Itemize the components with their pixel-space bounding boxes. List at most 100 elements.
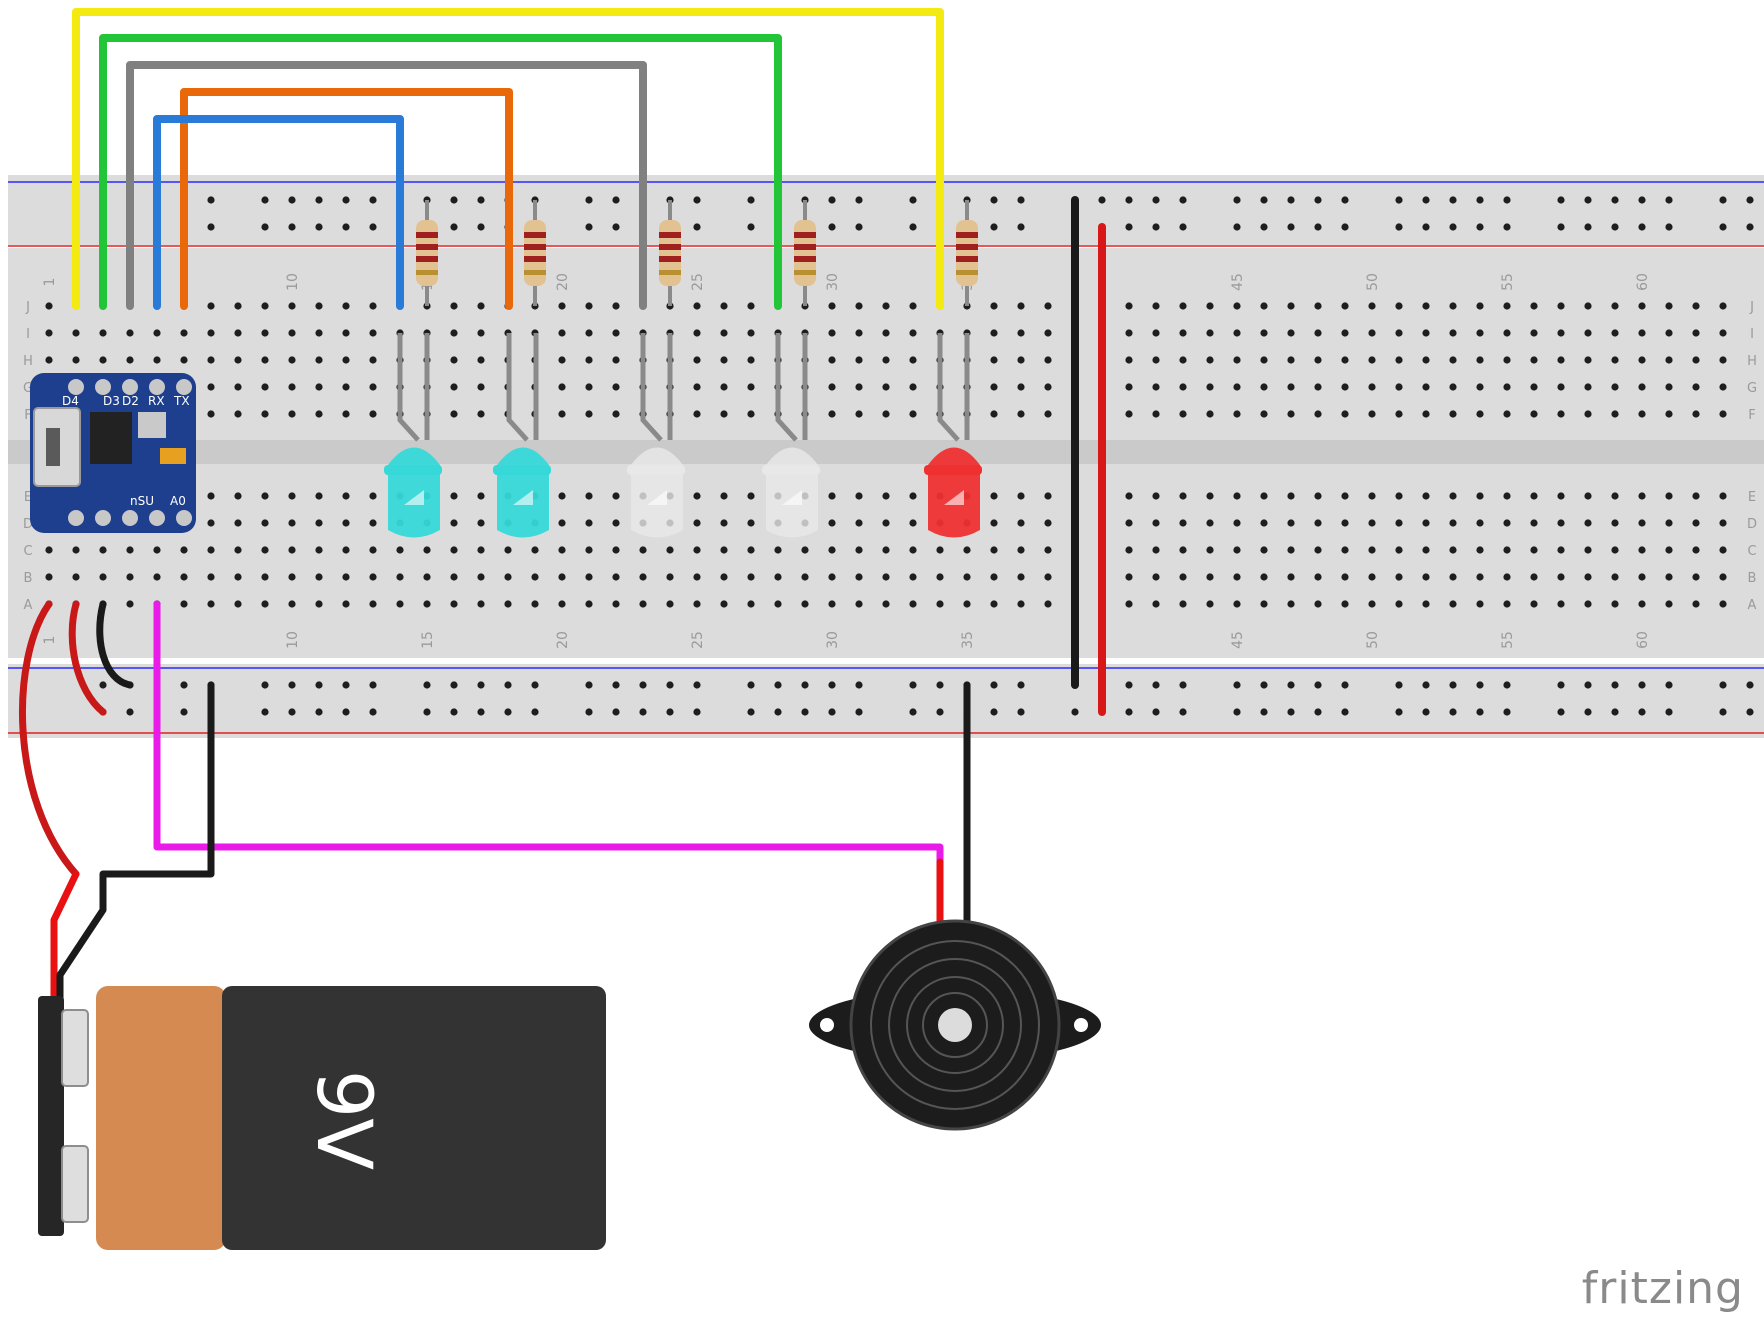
led-highlight bbox=[782, 490, 802, 505]
breadboard-hole bbox=[882, 302, 890, 310]
breadboard-hole bbox=[747, 410, 755, 418]
buzzer-ring-3 bbox=[906, 976, 1004, 1074]
breadboard-hole bbox=[531, 600, 539, 608]
breadboard-hole bbox=[1476, 519, 1484, 527]
breadboard-hole bbox=[1152, 519, 1160, 527]
breadboard-hole bbox=[261, 573, 269, 581]
column-number: 55 bbox=[1500, 631, 1516, 649]
rail-hole bbox=[1152, 223, 1160, 231]
rail-hole bbox=[261, 223, 269, 231]
breadboard-hole bbox=[1395, 492, 1403, 500]
rail-hole bbox=[1503, 708, 1511, 716]
breadboard-hole bbox=[612, 410, 620, 418]
breadboard-hole bbox=[234, 546, 242, 554]
mcu-pad bbox=[149, 510, 165, 526]
breadboard-hole bbox=[1449, 410, 1457, 418]
breadboard-center-channel bbox=[8, 440, 1764, 464]
breadboard-hole bbox=[423, 600, 431, 608]
breadboard-hole bbox=[45, 573, 53, 581]
rail-hole bbox=[1287, 196, 1295, 204]
rail-hole bbox=[1746, 681, 1754, 689]
rail-hole bbox=[936, 681, 944, 689]
breadboard-hole bbox=[1233, 573, 1241, 581]
breadboard-hole bbox=[1584, 329, 1592, 337]
breadboard-hole bbox=[1206, 573, 1214, 581]
breadboard-hole bbox=[639, 600, 647, 608]
rail-hole bbox=[99, 681, 107, 689]
breadboard-hole bbox=[234, 600, 242, 608]
rail-hole bbox=[477, 708, 485, 716]
rail-hole bbox=[315, 708, 323, 716]
breadboard-hole bbox=[261, 600, 269, 608]
breadboard-hole bbox=[1179, 410, 1187, 418]
breadboard-hole bbox=[1314, 519, 1322, 527]
resistor-band bbox=[416, 232, 438, 238]
rail-hole bbox=[1665, 196, 1673, 204]
breadboard-hole bbox=[1395, 302, 1403, 310]
row-letter: H bbox=[23, 354, 33, 369]
breadboard-hole bbox=[288, 519, 296, 527]
breadboard-hole bbox=[1368, 546, 1376, 554]
row-letter: I bbox=[1750, 327, 1754, 342]
breadboard-hole bbox=[1503, 519, 1511, 527]
rail-hole bbox=[1422, 223, 1430, 231]
breadboard-hole bbox=[828, 410, 836, 418]
row-letter: F bbox=[1748, 408, 1755, 423]
rail-hole bbox=[1395, 223, 1403, 231]
rail-hole bbox=[477, 681, 485, 689]
row-letter: A bbox=[24, 598, 33, 613]
breadboard-hole bbox=[1557, 573, 1565, 581]
row-letter: D bbox=[23, 517, 33, 532]
breadboard-hole bbox=[693, 573, 701, 581]
breadboard-hole bbox=[1179, 492, 1187, 500]
breadboard-hole bbox=[1692, 519, 1700, 527]
breadboard-hole bbox=[1584, 600, 1592, 608]
resistor-body bbox=[524, 220, 546, 286]
led-leg bbox=[775, 333, 798, 442]
breadboard-hole bbox=[288, 546, 296, 554]
breadboard-hole bbox=[1476, 302, 1484, 310]
breadboard-hole bbox=[747, 302, 755, 310]
breadboard-hole bbox=[1503, 410, 1511, 418]
breadboard-hole bbox=[342, 600, 350, 608]
breadboard-hole bbox=[342, 410, 350, 418]
column-number: 45 bbox=[1230, 631, 1246, 649]
breadboard-hole bbox=[1125, 546, 1133, 554]
breadboard-hole bbox=[1719, 519, 1727, 527]
breadboard-hole bbox=[747, 356, 755, 364]
breadboard-hole bbox=[72, 329, 80, 337]
breadboard-hole bbox=[693, 329, 701, 337]
column-number: 30 bbox=[825, 631, 841, 649]
breadboard-hole bbox=[1314, 356, 1322, 364]
breadboard-hole bbox=[234, 492, 242, 500]
breadboard-hole bbox=[1017, 383, 1025, 391]
rail-hole bbox=[1665, 223, 1673, 231]
breadboard-hole bbox=[1422, 410, 1430, 418]
led-white bbox=[766, 447, 818, 538]
rail-hole bbox=[1611, 681, 1619, 689]
rail-hole bbox=[1233, 223, 1241, 231]
breadboard-hole bbox=[1395, 519, 1403, 527]
breadboard-hole bbox=[1476, 492, 1484, 500]
breadboard-bottom-rail-strip bbox=[8, 664, 1764, 738]
row-letter: H bbox=[1747, 354, 1757, 369]
rail-hole bbox=[1746, 196, 1754, 204]
rail-hole bbox=[1314, 223, 1322, 231]
breadboard-hole bbox=[1179, 573, 1187, 581]
mcu-pads bbox=[68, 379, 192, 526]
breadboard-hole bbox=[207, 546, 215, 554]
breadboard-hole bbox=[1422, 356, 1430, 364]
rail-hole bbox=[855, 223, 863, 231]
breadboard-hole bbox=[1179, 302, 1187, 310]
led-highlight bbox=[513, 490, 533, 505]
breadboard-hole bbox=[1611, 492, 1619, 500]
mcu-pad bbox=[176, 379, 192, 395]
breadboard-hole bbox=[1584, 410, 1592, 418]
rail-hole bbox=[693, 681, 701, 689]
resistor-band bbox=[524, 256, 546, 262]
breadboard-hole bbox=[477, 383, 485, 391]
breadboard-hole bbox=[1449, 519, 1457, 527]
row-letter: B bbox=[24, 571, 33, 586]
rail-hole bbox=[1611, 223, 1619, 231]
breadboard-hole bbox=[207, 302, 215, 310]
